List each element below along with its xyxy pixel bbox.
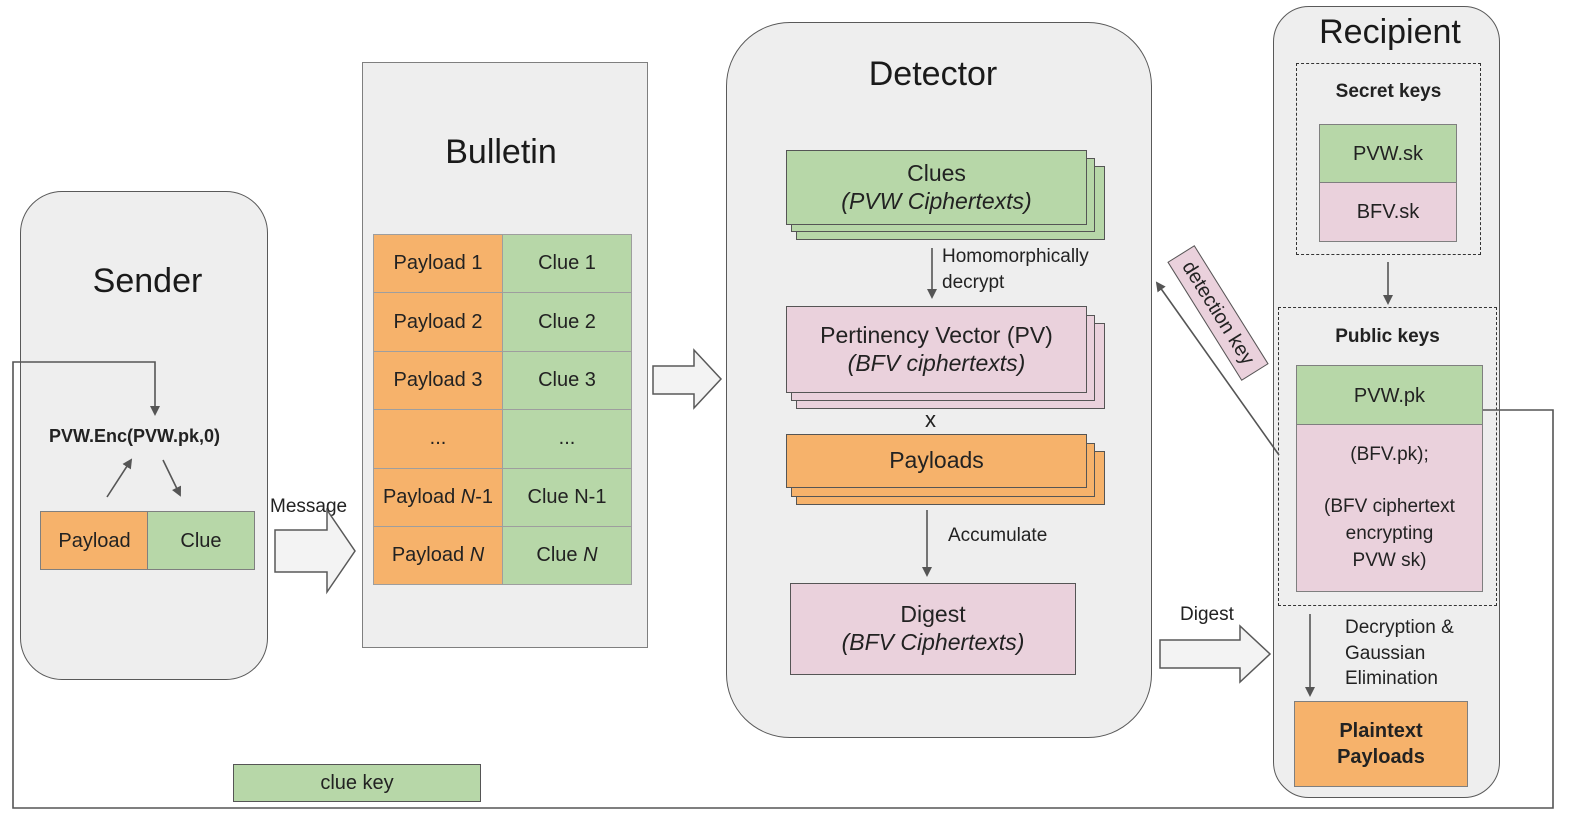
message-big-arrow	[274, 507, 356, 595]
bulletin-to-detector-big-arrow	[652, 348, 723, 410]
pvw-pk-box: PVW.pk	[1296, 365, 1483, 426]
digest-box: Digest (BFV Ciphertexts)	[790, 583, 1076, 675]
bulletin-clue-cell: Clue 2	[502, 292, 632, 352]
bulletin-clue-cell: Clue N	[502, 525, 632, 586]
message-label: Message	[270, 496, 348, 517]
pv-title: Pertinency Vector (PV)	[820, 321, 1053, 348]
plaintext-payloads-box: Plaintext Payloads	[1294, 701, 1468, 787]
bulletin-clue-cell: Clue N-1	[502, 467, 632, 527]
digest-big-arrow	[1159, 624, 1272, 684]
bulletin-payload-cell: Payload 1	[373, 233, 503, 294]
accumulate-label: Accumulate	[948, 525, 1048, 546]
bulletin-clue-cell: Clue 1	[502, 233, 632, 294]
multiply-sign: x	[925, 407, 936, 432]
recipient-title: Recipient	[1319, 13, 1461, 51]
payloads-box: Payloads	[786, 434, 1087, 488]
sender-title: Sender	[92, 262, 203, 300]
bulletin-row: ......	[373, 409, 632, 469]
digest-subtitle: (BFV Ciphertexts)	[841, 629, 1025, 655]
bulletin-clue-cell: Clue 3	[502, 350, 632, 411]
clues-box: Clues (PVW Ciphertexts)	[786, 150, 1087, 225]
bulletin-payload-cell: ...	[373, 409, 503, 469]
bulletin-payload-cell: Payload 3	[373, 350, 503, 411]
public-keys-label: Public keys	[1335, 326, 1440, 347]
sender-clue-box: Clue	[147, 511, 255, 570]
digest-title: Digest	[900, 601, 966, 628]
detector-title: Detector	[868, 55, 998, 93]
detection-key-label: detection key	[1167, 245, 1269, 381]
decryption-label: Decryption & Gaussian Elimination	[1345, 617, 1454, 690]
bulletin-clue-cell: ...	[502, 409, 632, 469]
bfv-pk-box: (BFV.pk); (BFV ciphertext encrypting PVW…	[1296, 424, 1483, 592]
pvw-sk-box: PVW.sk	[1319, 124, 1457, 184]
pv-box: Pertinency Vector (PV) (BFV ciphertexts)	[786, 306, 1087, 393]
bulletin-payload-cell: Payload N	[373, 525, 503, 586]
secret-keys-group	[1296, 63, 1481, 255]
bfv-sk-box: BFV.sk	[1319, 182, 1457, 242]
bulletin-title: Bulletin	[445, 133, 557, 171]
bulletin-payload-cell: Payload N-1	[373, 467, 503, 527]
pv-subtitle: (BFV ciphertexts)	[847, 349, 1026, 376]
homomorphically-label: Homomorphically decrypt	[942, 246, 1089, 293]
pvw-enc-label: PVW.Enc(PVW.pk,0)	[49, 426, 221, 446]
clue-key-box: clue key	[233, 764, 481, 802]
bulletin-payload-cell: Payload 2	[373, 292, 503, 352]
clues-title: Clues	[907, 159, 966, 186]
secret-keys-label: Secret keys	[1335, 81, 1442, 102]
digest-arrow-label: Digest	[1180, 604, 1234, 625]
sender-payload-box: Payload	[40, 511, 149, 570]
clues-subtitle: (PVW Ciphertexts)	[841, 187, 1032, 214]
